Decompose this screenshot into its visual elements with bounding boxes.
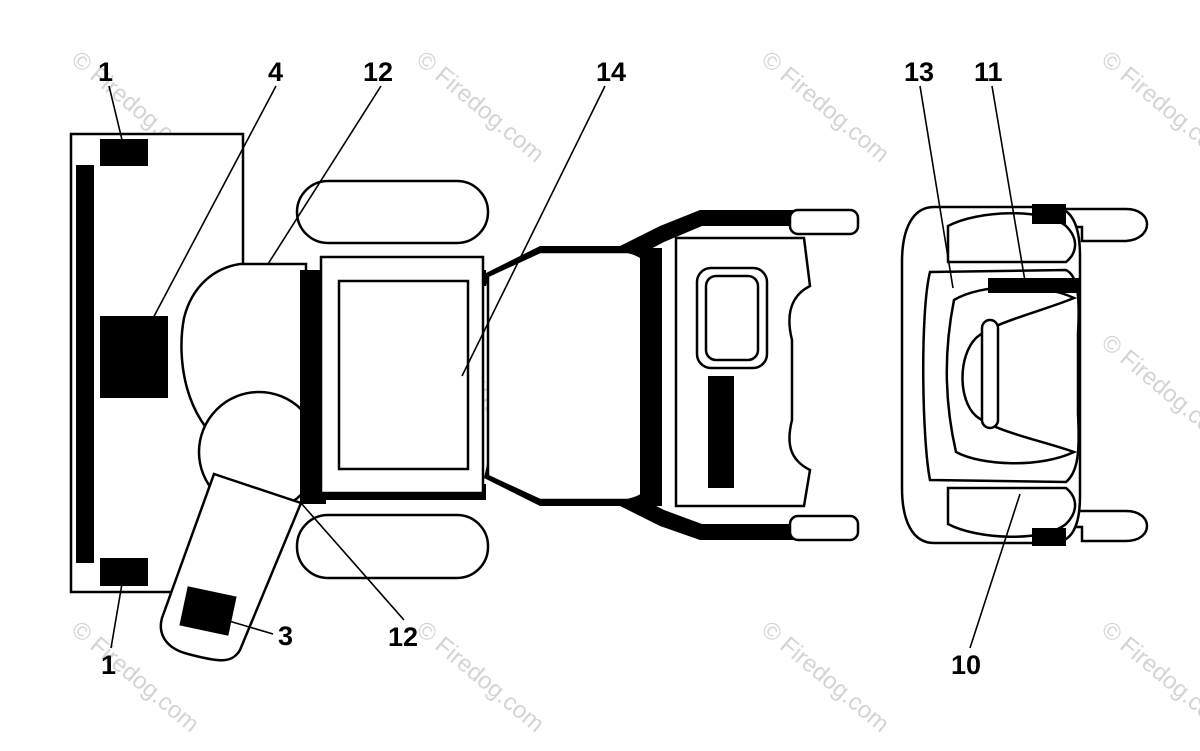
- leader-14: [461, 85, 606, 377]
- callout-14: 14: [596, 57, 626, 87]
- leader-11: [991, 85, 1027, 288]
- callout-10: 10: [951, 650, 981, 680]
- decal-3: [179, 586, 237, 636]
- callout-4: 4: [268, 57, 283, 87]
- center-frame: [484, 210, 796, 540]
- leader-3: [211, 615, 274, 635]
- watermark: © Firedog.com: [1096, 616, 1200, 738]
- mount-tab-bottom: [1032, 528, 1066, 546]
- watermark: © Firedog.com: [756, 616, 894, 738]
- watermark: © Firedog.com: [411, 616, 549, 738]
- discharge-assembly: [159, 262, 321, 662]
- deck-front-strip: [76, 165, 94, 563]
- callout-3: 3: [278, 621, 293, 651]
- watermark: © Firedog.com: [411, 46, 549, 168]
- leader-1-top: [108, 85, 125, 149]
- watermark: © Firedog.com: [1096, 329, 1200, 451]
- decal-1-top: [100, 139, 148, 166]
- front-axle-top: [788, 208, 860, 236]
- attachment-top-lip: [946, 212, 1077, 264]
- pedestal-rail: [640, 248, 662, 506]
- leader-lines: [108, 85, 1027, 649]
- leader-12-top: [267, 85, 382, 265]
- callout-13: 13: [904, 57, 934, 87]
- callout-12-top: 12: [363, 57, 393, 87]
- callout-1-top: 1: [98, 57, 113, 87]
- rear-wheels: [295, 179, 490, 580]
- callout-11: 11: [974, 57, 1003, 87]
- front-attachment: [900, 204, 1149, 546]
- rear-frame: [300, 255, 486, 504]
- watermark: © Firedog.com: [756, 46, 894, 168]
- leader-4: [132, 85, 277, 357]
- fuel-gauge-inner: [704, 274, 760, 362]
- mount-tab-top: [1032, 204, 1066, 224]
- watermark: © Firedog.com: [1096, 46, 1200, 168]
- callout-12-bottom: 12: [388, 622, 418, 652]
- wheel-top: [295, 179, 490, 245]
- scoop-slot: [980, 318, 1000, 430]
- decal-4: [100, 316, 168, 398]
- callouts: 1 4 12 14 13 11 3 1 12 10: [98, 57, 1003, 680]
- hood: [674, 208, 860, 542]
- callout-1-bottom: 1: [101, 650, 116, 680]
- decal-11: [988, 278, 1080, 293]
- wheel-bottom: [295, 513, 490, 580]
- leader-13: [919, 85, 954, 289]
- leader-10: [969, 493, 1021, 649]
- attachment-bottom-lip: [946, 486, 1077, 538]
- front-axle-bottom: [788, 514, 860, 542]
- leader-12-bottom: [300, 502, 405, 621]
- leader-1-bottom: [110, 571, 125, 649]
- hood-decal: [708, 376, 734, 488]
- scoop-inner: [945, 285, 1078, 465]
- decal-14-panel: [337, 279, 470, 471]
- seat-platform: [486, 250, 656, 502]
